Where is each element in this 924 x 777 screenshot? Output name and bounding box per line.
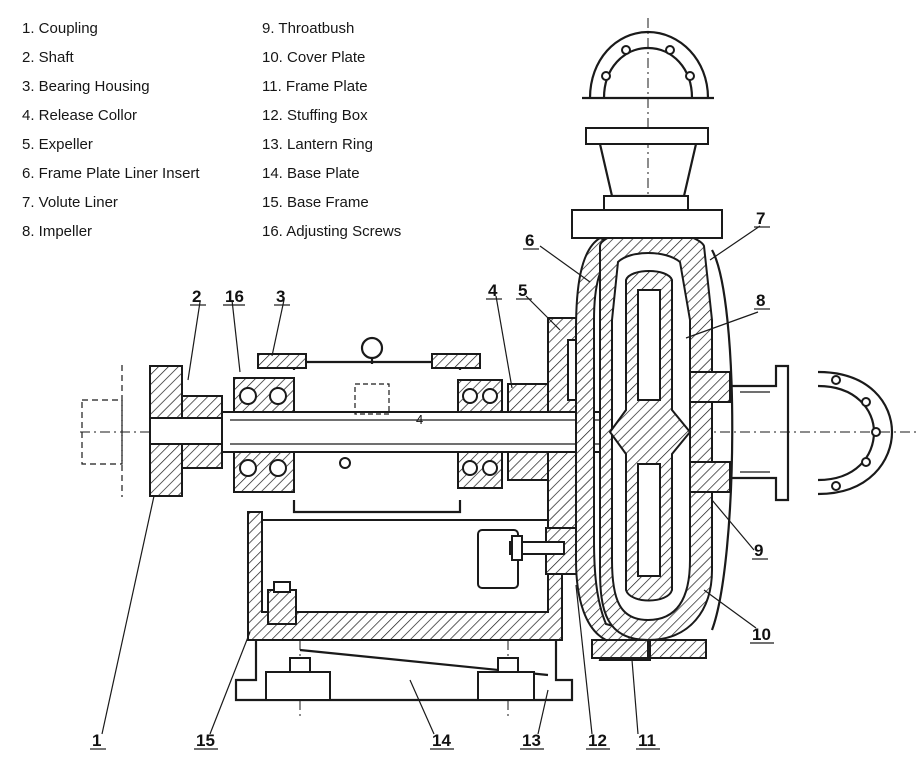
- shaft: [221, 411, 643, 453]
- callout-1: 1: [92, 731, 101, 750]
- legend-item-throatbush: 9. Throatbush: [262, 20, 355, 37]
- callout-7: 7: [756, 209, 765, 228]
- callout-11: 11: [638, 731, 656, 750]
- callout-4-inner: 4: [416, 412, 423, 427]
- legend-item-base-frame: 15. Base Frame: [262, 194, 369, 211]
- legend-item-expeller: 5. Expeller: [22, 136, 93, 153]
- callout-3: 3: [276, 287, 285, 306]
- bearing-right: [457, 379, 503, 489]
- callout-5: 5: [518, 281, 527, 300]
- callout-14: 14: [432, 731, 451, 750]
- callout-15: 15: [196, 731, 215, 750]
- legend-item-coupling: 1. Coupling: [22, 20, 98, 37]
- throatbush: [689, 371, 731, 493]
- callout-13: 13: [522, 731, 541, 750]
- legend-item-release-collor: 4. Release Collor: [22, 107, 138, 124]
- discharge-pipe: [571, 127, 723, 239]
- callout-underlines: [90, 226, 774, 750]
- callout-12: 12: [588, 731, 607, 750]
- legend-item-adjusting-screws: 16. Adjusting Screws: [262, 223, 402, 240]
- callout-16: 16: [225, 287, 244, 306]
- callout-6: 6: [525, 231, 534, 250]
- callout-8: 8: [756, 291, 765, 310]
- suction-flange-view: [817, 370, 894, 496]
- suction-pipe: [730, 364, 790, 502]
- legend-item-lantern-ring: 13. Lantern Ring: [262, 136, 373, 153]
- frame-plate: [575, 236, 707, 661]
- legend-item-bearing-housing: 3. Bearing Housing: [22, 78, 150, 95]
- legend-item-shaft: 2. Shaft: [22, 49, 74, 66]
- legend-left-column: 1. Coupling 2. Shaft 3. Bearing Housing …: [22, 14, 200, 246]
- legend-item-base-plate: 14. Base Plate: [262, 165, 360, 182]
- release-collor: [507, 383, 549, 481]
- base-plate: [234, 640, 574, 702]
- discharge-flange-view: [582, 30, 714, 100]
- base-frame: [247, 511, 563, 641]
- legend-item-volute-liner: 7. Volute Liner: [22, 194, 118, 211]
- impeller: [608, 270, 692, 602]
- callout-10: 10: [752, 625, 771, 644]
- callout-2: 2: [192, 287, 201, 306]
- leader-lines: [101, 225, 761, 735]
- legend-right-column: 9. Throatbush 10. Cover Plate 11. Frame …: [262, 14, 401, 246]
- legend-item-impeller: 8. Impeller: [22, 223, 93, 240]
- cover-plate: [710, 249, 734, 631]
- legend-item-stuffing-box: 12. Stuffing Box: [262, 107, 368, 124]
- callout-labels: 2 16 3 4 5 6 7 8 9 10 11 12 13 14 15 1 4: [92, 209, 771, 750]
- legend-item-frame-plate: 11. Frame Plate: [262, 78, 368, 95]
- bearing-housing: [257, 336, 481, 514]
- bearing-left: [233, 377, 295, 493]
- legend-item-frame-plate-liner-insert: 6. Frame Plate Liner Insert: [22, 165, 200, 182]
- coupling: [81, 365, 231, 497]
- callout-4: 4: [488, 281, 498, 300]
- callout-9: 9: [754, 541, 763, 560]
- legend-item-cover-plate: 10. Cover Plate: [262, 49, 366, 66]
